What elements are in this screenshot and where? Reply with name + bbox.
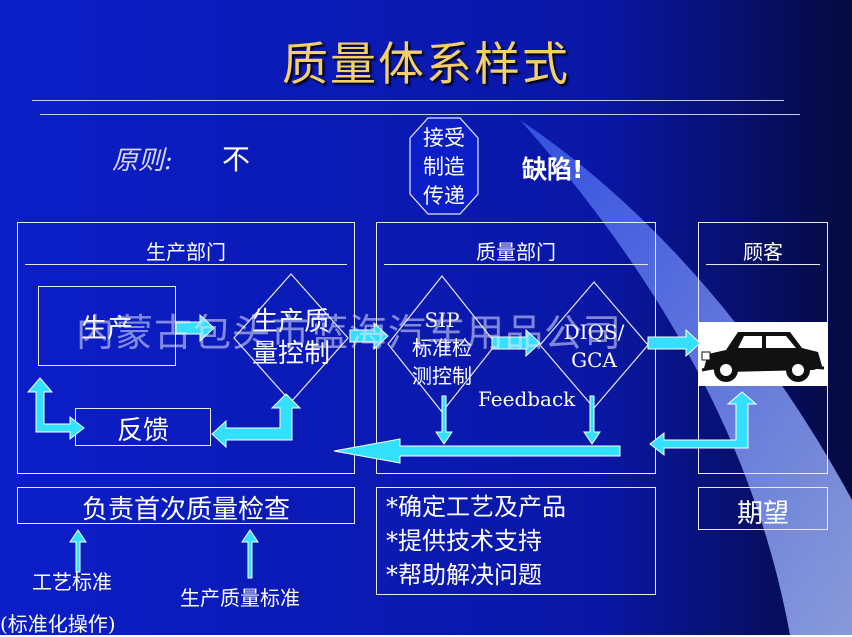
car-icon (698, 322, 828, 386)
process-standard: 工艺标准 (32, 570, 112, 594)
arrow-process-standard-up (69, 529, 87, 573)
production-control-line: 量控制 (251, 339, 330, 369)
production-bottom-box (17, 487, 355, 524)
quality-bullet: *确定工艺及产品 (386, 493, 566, 521)
sip-line: 标准检 (412, 336, 472, 360)
quality-title-line (384, 264, 648, 265)
process-standard-note: (标准化操作) (0, 612, 116, 636)
production-control-text: 生产质 量控制 (232, 306, 350, 370)
customer-bottom-box (698, 487, 828, 530)
principle-label: 原则: (112, 146, 173, 176)
diqs-line: GCA (571, 348, 617, 372)
customer-title: 顾客 (743, 240, 783, 264)
arrow-customer-loop (649, 391, 758, 457)
arrow-feedback-loop (211, 393, 302, 449)
octagon-line: 传递 (423, 184, 465, 208)
octagon-shape (409, 117, 479, 215)
customer-title-line (706, 264, 820, 265)
title-divider-top (32, 100, 784, 101)
title-divider-bottom (40, 114, 800, 115)
arrow-quality-standard-up (241, 529, 259, 579)
quality-bullets-box (376, 487, 656, 595)
principle-value: 不 (222, 143, 251, 176)
quality-bullet: *提供技术支持 (386, 527, 542, 555)
arrow-sip-to-diqs (491, 328, 541, 358)
sip-line: 测控制 (412, 364, 472, 388)
produce-label: 生产 (80, 314, 133, 344)
production-title: 生产部门 (146, 240, 226, 264)
sip-text: SIP 标准检 测控制 (386, 306, 498, 390)
arrow-produce-loop (26, 377, 85, 441)
quality-title: 质量部门 (476, 240, 556, 264)
arrow-control-to-sip (349, 321, 389, 351)
arrow-feedback-long (333, 438, 621, 464)
feedback-label: 反馈 (116, 416, 169, 446)
arrow-sip-down (435, 395, 453, 445)
arrow-produce-to-control (175, 313, 215, 343)
defect-text: 缺陷! (522, 155, 584, 184)
production-bottom-label: 负责首次质量检查 (81, 495, 290, 525)
production-control-line: 生产质 (251, 307, 330, 337)
sip-line: SIP (424, 308, 460, 332)
production-quality-standard: 生产质量标准 (180, 586, 300, 610)
watermark: 内蒙古包头市蓝海汽车用品公司 (76, 311, 623, 355)
quality-feedback-label: Feedback (478, 387, 576, 411)
octagon-line: 接受 (423, 126, 465, 150)
diqs-text: DIQS/ GCA (538, 318, 650, 374)
arrow-diqs-down (583, 395, 601, 445)
quality-bullet: *帮助解决问题 (386, 561, 542, 589)
production-title-line (25, 264, 347, 265)
customer-expectation: 期望 (736, 499, 789, 529)
octagon-line: 制造 (423, 155, 465, 179)
quality-bullets: *确定工艺及产品 *提供技术支持 *帮助解决问题 (386, 490, 566, 592)
production-panel (17, 222, 355, 474)
slide-title: 质量体系样式 (282, 37, 570, 91)
diqs-line: DIQS/ (563, 320, 625, 344)
arrow-diqs-to-customer (647, 328, 701, 358)
octagon-text: 接受 制造 传递 (408, 124, 480, 211)
